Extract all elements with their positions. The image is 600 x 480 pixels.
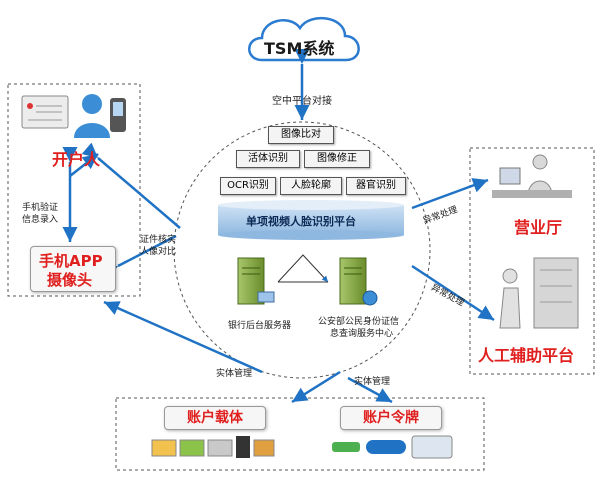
token-device-icons xyxy=(332,435,453,459)
tsm-cloud xyxy=(248,16,360,62)
account-token-tag: 账户令牌 xyxy=(340,406,442,430)
app-camera-line1: 手机APP xyxy=(39,252,103,270)
module-liveness: 活体识别 xyxy=(236,150,300,168)
exception-manual-arrow xyxy=(411,264,495,322)
phone-verify-line1: 手机验证 xyxy=(22,203,59,213)
police-server-label-2: 息查询服务中心 xyxy=(330,329,394,339)
account-carrier-tag: 账户载体 xyxy=(164,406,266,430)
app-to-platform-arrow xyxy=(101,234,177,280)
entity-mgmt-right-label: 实体管理 xyxy=(354,377,391,387)
platform-label: 单项视频人脸识别平台 xyxy=(246,215,356,228)
account-token-label: 账户令牌 xyxy=(363,410,419,426)
account-carrier-label: 账户载体 xyxy=(187,410,243,426)
user-panel xyxy=(7,83,141,297)
entity-mgmt-right-arrow xyxy=(347,376,393,404)
entity-mgmt-left-label: 实体管理 xyxy=(216,369,253,379)
card-media-icons xyxy=(151,436,275,458)
platform-cylinder xyxy=(218,200,404,240)
id-check-line1: 证件核实 xyxy=(140,235,177,245)
module-organ: 器官识别 xyxy=(346,177,406,195)
module-face-contour: 人脸轮廓 xyxy=(280,177,342,195)
air-link-label: 空中平台对接 xyxy=(272,96,332,107)
phone-icon xyxy=(110,98,126,132)
bank-server-icon xyxy=(237,257,275,305)
hall-label: 营业厅 xyxy=(514,218,563,237)
id-card-icon xyxy=(21,95,69,129)
police-server-icon xyxy=(339,257,378,306)
exception-hall-arrow xyxy=(411,178,489,210)
id-check-line2: 人像对比 xyxy=(140,247,177,257)
account-holder-label: 开户人 xyxy=(52,150,101,169)
tsm-label: TSM系统 xyxy=(264,39,335,58)
module-image-fix: 图像修正 xyxy=(304,150,370,168)
hall-agent-icon xyxy=(492,154,572,198)
bank-server-label: 银行后台服务器 xyxy=(228,321,292,331)
police-server-label-1: 公安部公民身份证信 xyxy=(318,317,400,327)
media-panel xyxy=(115,397,485,471)
entity-mgmt-mid-arrow xyxy=(291,370,341,404)
module-image-compare: 图像比对 xyxy=(268,126,334,144)
entity-mgmt-left-arrow xyxy=(103,300,263,374)
sync-triangle xyxy=(277,254,329,283)
holder-to-platform-arrow xyxy=(81,142,181,229)
manual-operator-icon xyxy=(499,257,579,329)
module-ocr: OCR识别 xyxy=(220,177,276,195)
person-icon xyxy=(74,94,110,138)
platform-circle xyxy=(173,121,431,379)
app-camera-line2: 摄像头 xyxy=(47,271,93,289)
phone-verify-line2: 信息录入 xyxy=(22,215,59,225)
manual-platform-label: 人工辅助平台 xyxy=(478,346,575,365)
app-camera-box: 手机APP 摄像头 xyxy=(30,246,116,292)
service-panel xyxy=(469,147,595,375)
